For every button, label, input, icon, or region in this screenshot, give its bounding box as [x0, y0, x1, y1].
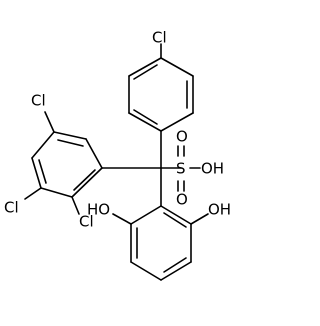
- bond: [31, 157, 42, 189]
- bond: [130, 261, 162, 281]
- bond: [130, 205, 162, 225]
- bond: [71, 167, 103, 198]
- cl-atom-ortho: Cl: [79, 213, 94, 231]
- cl-atom-left-top: Cl: [31, 92, 46, 110]
- bond: [160, 261, 192, 281]
- chemical-structure-canvas: Cl S O O OH Cl Cl Cl: [4, 29, 231, 281]
- bond: [112, 213, 132, 225]
- oh-atom-right: OH: [208, 201, 231, 219]
- dihydroxyphenyl-ring: [112, 205, 209, 281]
- bond: [24, 187, 42, 200]
- bond-double-inner: [73, 169, 96, 191]
- bond-double-inner: [38, 159, 47, 184]
- bond: [44, 111, 55, 133]
- central-carbon-bonds: [101, 130, 182, 207]
- bond: [190, 213, 209, 225]
- bond-double-inner: [133, 64, 158, 80]
- cl-atom-left-bottom: Cl: [4, 199, 19, 217]
- sulfonic-acid-group: [177, 145, 201, 192]
- bond: [128, 57, 162, 77]
- bond: [71, 196, 80, 215]
- bond-double-inner: [163, 212, 187, 228]
- bond-double-inner: [57, 139, 84, 147]
- ho-atom-left: HO: [87, 201, 110, 219]
- bond: [128, 112, 162, 132]
- chlorophenyl-ring: [128, 43, 194, 132]
- cl-atom-top: Cl: [152, 29, 167, 47]
- bond-double-inner: [133, 109, 158, 125]
- bond: [53, 131, 87, 140]
- bond: [31, 131, 55, 159]
- bond: [160, 205, 192, 225]
- trichlorophenyl-ring: [24, 111, 103, 215]
- oh-atom-sulfonyl: OH: [201, 160, 224, 178]
- o-atom-top: O: [176, 128, 188, 146]
- bond: [160, 57, 194, 77]
- o-atom-bottom: O: [176, 191, 188, 209]
- bond: [40, 187, 73, 198]
- bond: [85, 138, 103, 169]
- bond-double-inner: [163, 257, 187, 273]
- s-atom: S: [176, 160, 186, 178]
- bond: [160, 112, 194, 132]
